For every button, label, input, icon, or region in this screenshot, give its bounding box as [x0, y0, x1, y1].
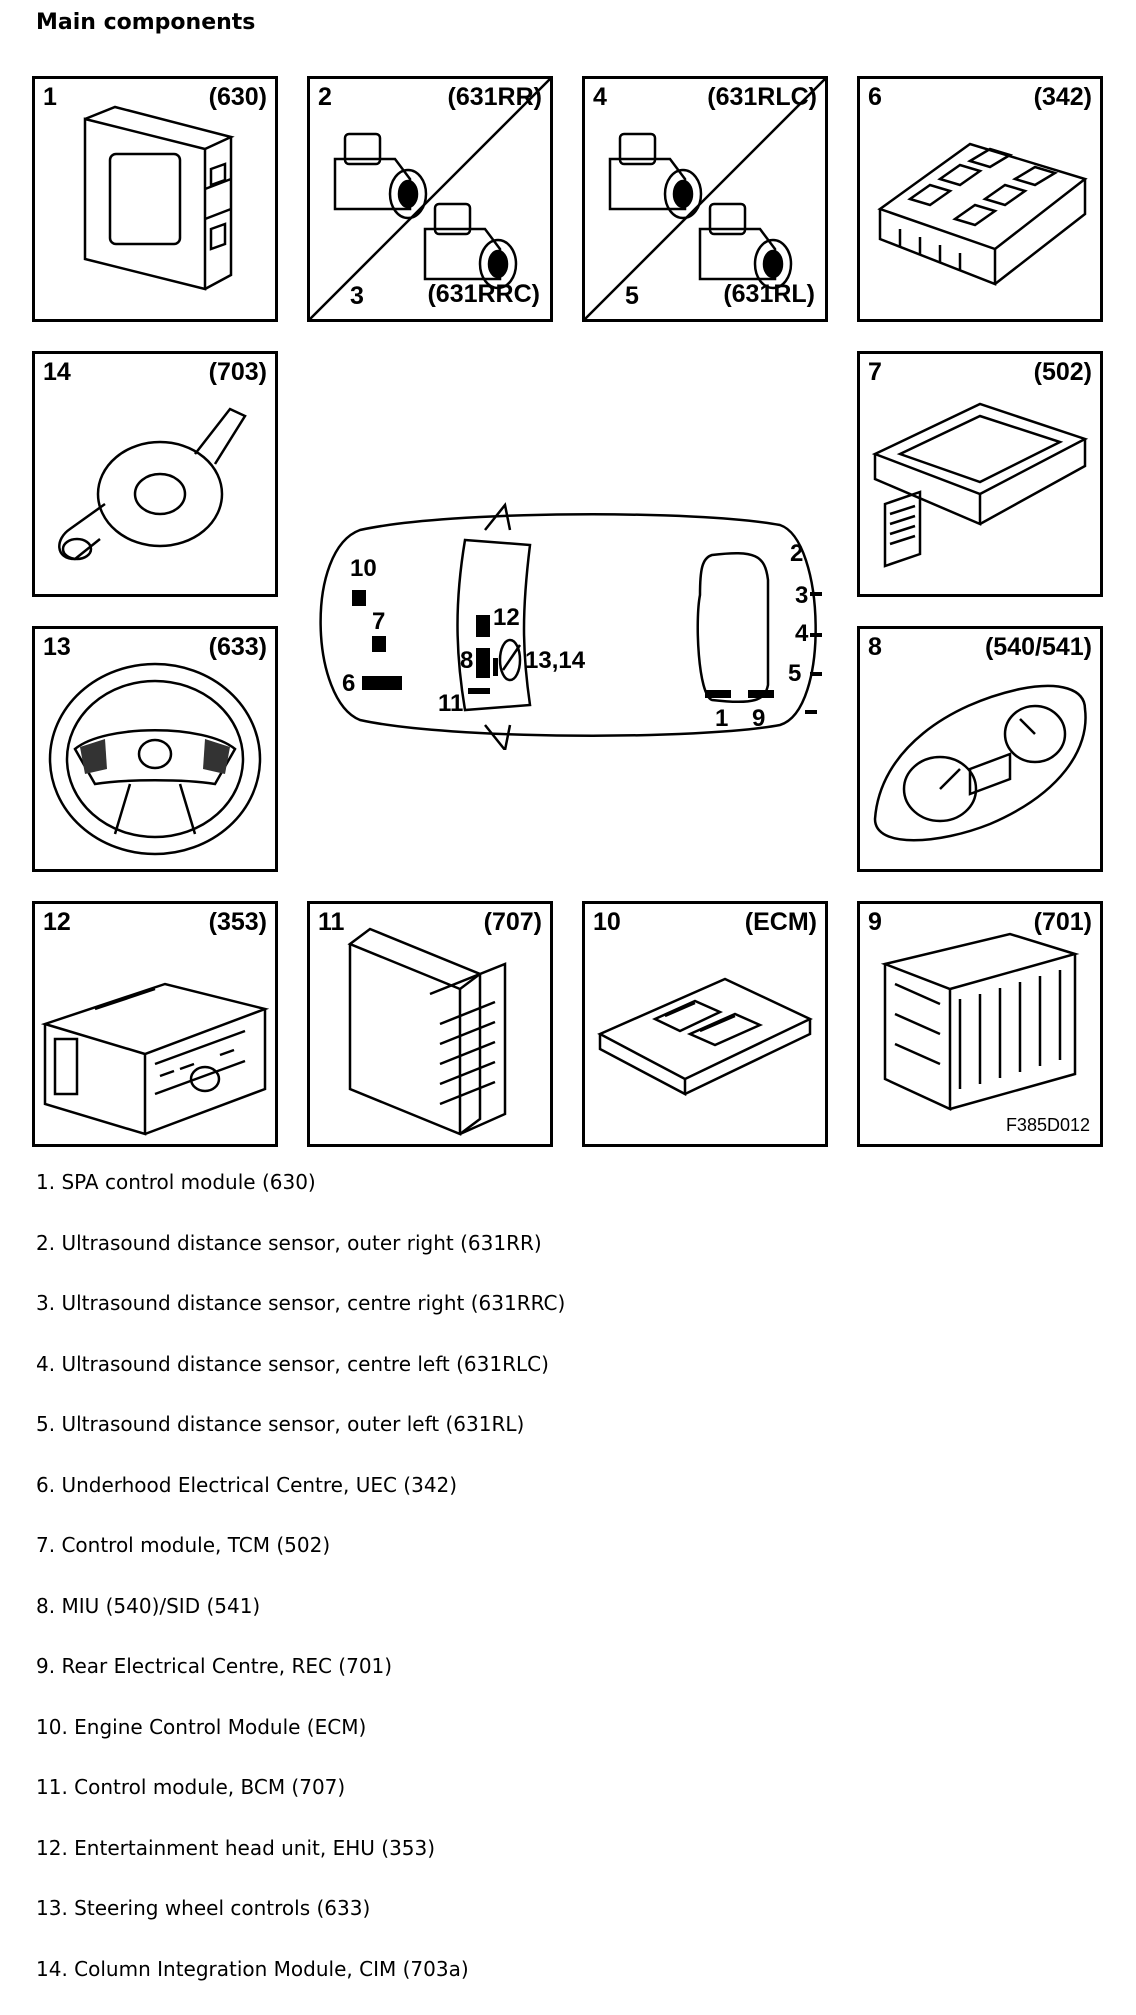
component-box-cim: 14 (703)	[32, 351, 278, 597]
legend-item: 13. Steering wheel controls (633)	[36, 1894, 565, 1955]
figure-id: F385D012	[1006, 1115, 1090, 1136]
rear-electrical-centre-illustration	[860, 904, 1100, 1144]
box-number: 10	[593, 908, 621, 937]
box-code: (631RR)	[448, 83, 542, 112]
box-code-secondary: (631RRC)	[427, 280, 540, 309]
head-unit-illustration	[35, 904, 275, 1144]
engine-control-module-illustration	[585, 904, 825, 1144]
instrument-cluster-illustration	[860, 629, 1100, 869]
component-box-tcm: 7 (502)	[857, 351, 1103, 597]
box-code: (342)	[1034, 83, 1092, 112]
box-code: (540/541)	[985, 633, 1092, 662]
legend-item: 11. Control module, BCM (707)	[36, 1773, 565, 1834]
legend-item: 1. SPA control module (630)	[36, 1168, 565, 1229]
page-title: Main components	[36, 10, 255, 35]
fuse-box-illustration	[860, 79, 1100, 319]
component-box-sensors-right: 2 (631RR) 3 (631RRC)	[307, 76, 553, 322]
legend-item: 8. MIU (540)/SID (541)	[36, 1592, 565, 1653]
box-number: 2	[318, 83, 332, 112]
legend-item: 2. Ultrasound distance sensor, outer rig…	[36, 1229, 565, 1290]
box-code: (633)	[209, 633, 267, 662]
box-code: (631RLC)	[707, 83, 817, 112]
box-number: 6	[868, 83, 882, 112]
location-label: 7	[372, 608, 385, 636]
steering-wheel-illustration	[35, 629, 275, 869]
location-label: 2	[790, 540, 803, 568]
legend-item: 5. Ultrasound distance sensor, outer lef…	[36, 1410, 565, 1471]
legend-item: 14. Column Integration Module, CIM (703a…	[36, 1955, 565, 2015]
box-code: (701)	[1034, 908, 1092, 937]
legend-item: 10. Engine Control Module (ECM)	[36, 1713, 565, 1774]
legend-item: 3. Ultrasound distance sensor, centre ri…	[36, 1289, 565, 1350]
box-number: 9	[868, 908, 882, 937]
component-box-spa-module: 1 (630)	[32, 76, 278, 322]
box-number: 13	[43, 633, 71, 662]
location-label: 9	[752, 705, 765, 733]
location-label: 5	[788, 660, 801, 688]
box-code-secondary: (631RL)	[723, 280, 815, 309]
location-label: 13,14	[525, 647, 585, 675]
component-box-bcm: 11 (707)	[307, 901, 553, 1147]
component-box-ehu: 12 (353)	[32, 901, 278, 1147]
location-label: 4	[795, 620, 808, 648]
box-number: 7	[868, 358, 882, 387]
component-box-ecm: 10 (ECM)	[582, 901, 828, 1147]
control-module-illustration	[860, 354, 1100, 594]
box-code: (ECM)	[745, 908, 817, 937]
component-box-steering-controls: 13 (633)	[32, 626, 278, 872]
component-box-uec: 6 (342)	[857, 76, 1103, 322]
steering-column-module-illustration	[35, 354, 275, 594]
legend-item: 4. Ultrasound distance sensor, centre le…	[36, 1350, 565, 1411]
component-box-miu: 8 (540/541)	[857, 626, 1103, 872]
box-number: 11	[318, 908, 344, 937]
box-code: (703)	[209, 358, 267, 387]
component-box-sensors-left: 4 (631RLC) 5 (631RL)	[582, 76, 828, 322]
location-label: 6	[342, 670, 355, 698]
box-number: 1	[43, 83, 57, 112]
location-label: 3	[795, 582, 808, 610]
spa-module-illustration	[35, 79, 275, 319]
location-label: 8	[460, 647, 473, 675]
legend-item: 7. Control module, TCM (502)	[36, 1531, 565, 1592]
vehicle-location-diagram: 10 7 6 8 12 13,14 11 1 9 2 3 4 5	[300, 500, 840, 750]
component-box-rec: 9 (701) F385D012	[857, 901, 1103, 1147]
legend-item: 6. Underhood Electrical Centre, UEC (342…	[36, 1471, 565, 1532]
box-number: 12	[43, 908, 71, 937]
box-number-secondary: 5	[625, 282, 639, 311]
location-label: 10	[350, 555, 377, 583]
box-number: 4	[593, 83, 607, 112]
box-number: 14	[43, 358, 71, 387]
box-number: 8	[868, 633, 882, 662]
box-code: (502)	[1034, 358, 1092, 387]
legend-item: 12. Entertainment head unit, EHU (353)	[36, 1834, 565, 1895]
box-code: (707)	[484, 908, 542, 937]
body-control-module-illustration	[310, 904, 550, 1144]
location-label: 1	[715, 705, 728, 733]
location-label: 12	[493, 604, 520, 632]
component-legend: 1. SPA control module (630) 2. Ultrasoun…	[36, 1168, 565, 2015]
box-code: (630)	[209, 83, 267, 112]
box-code: (353)	[209, 908, 267, 937]
legend-item: 9. Rear Electrical Centre, REC (701)	[36, 1652, 565, 1713]
location-label: 11	[438, 690, 463, 718]
box-number-secondary: 3	[350, 282, 364, 311]
